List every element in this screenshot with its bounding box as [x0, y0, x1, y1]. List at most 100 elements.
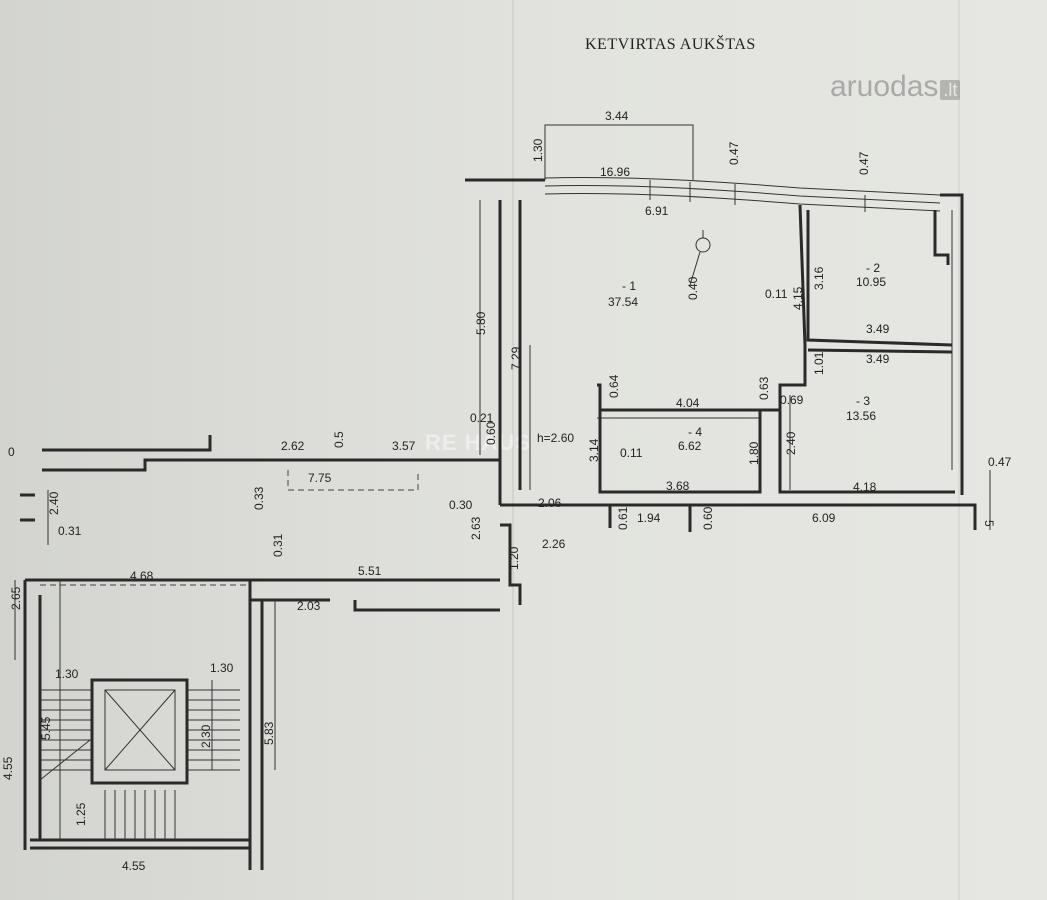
- dim-0: 0: [8, 445, 15, 459]
- elevator-cab: [104, 689, 176, 771]
- dim-3-57: 3.57: [392, 439, 416, 453]
- dim-3-49-a: 3.49: [866, 322, 890, 336]
- dim-2-65: 2.65: [9, 586, 23, 610]
- dim-0-11-b: 0.11: [620, 446, 643, 460]
- dim-4-55-a: 4.55: [1, 756, 15, 780]
- dim-5-45: 5.45: [39, 716, 53, 740]
- room-3-id: - 3: [856, 394, 870, 408]
- dim-0-11-a: 0.11: [765, 287, 788, 301]
- dim-1-30-b: 1.30: [210, 661, 234, 675]
- dim-0-47-a: 0.47: [727, 141, 741, 165]
- dim-3-14: 3.14: [587, 438, 601, 462]
- dim-6-09: 6.09: [812, 511, 836, 525]
- dim-16-96: 16.96: [600, 165, 630, 179]
- paper-fold-line-right: [958, 0, 960, 900]
- dim-6-91: 6.91: [645, 204, 669, 218]
- room4-walls: [598, 410, 762, 494]
- left-edge-marks: [20, 493, 35, 522]
- elevator-shaft: [90, 678, 189, 785]
- dim-0-60-b: 0.60: [701, 506, 715, 530]
- window-line-3: [544, 192, 941, 212]
- dim-0-60-a: 0.60: [484, 421, 498, 445]
- dim-0-61: 0.61: [616, 506, 630, 530]
- room-4-area: 6.62: [678, 439, 702, 453]
- dim-2-62: 2.62: [281, 439, 305, 453]
- dim-0-69: 0.69: [780, 393, 804, 407]
- dim-0-40: 0.40: [686, 276, 700, 300]
- dim-0-33: 0.33: [252, 486, 266, 510]
- room-2-area: 10.95: [856, 275, 886, 289]
- light-leader: [689, 230, 704, 286]
- dim-0-47-b: 0.47: [857, 151, 871, 175]
- dimension-lines: [14, 200, 991, 840]
- dim-0-30: 0.30: [449, 498, 473, 512]
- right-column: [933, 210, 950, 265]
- room-1-id: - 1: [622, 279, 636, 293]
- dim-4-68: 4.68: [130, 569, 154, 583]
- dim-1-94: 1.94: [637, 511, 661, 525]
- agency-watermark: RE HAUS: [425, 430, 532, 455]
- dim-0-31-b: 0.31: [271, 533, 285, 557]
- dim-3-49-b: 3.49: [866, 352, 890, 366]
- right-outer-wall: [940, 193, 964, 495]
- dim-0-5: 0.5: [332, 431, 346, 448]
- stairwell-walls: [23, 580, 264, 870]
- room3-walls: [778, 348, 955, 494]
- corridor-dashed-area: [287, 470, 419, 491]
- dim-1-25: 1.25: [74, 802, 88, 826]
- dim-3-16: 3.16: [812, 266, 826, 290]
- dim-4-15: 4.15: [791, 286, 805, 310]
- dim-0-21: 0.21: [470, 411, 494, 425]
- ceiling-height: h=2.60: [537, 431, 574, 445]
- dim-0-64: 0.64: [607, 374, 621, 398]
- room-1-area: 37.54: [608, 295, 638, 309]
- watermark-logo: aruodas.lt: [830, 70, 961, 104]
- dim-4-18: 4.18: [853, 480, 877, 494]
- dim-4-55-b: 4.55: [122, 859, 146, 873]
- dim-5-51: 5.51: [358, 564, 382, 578]
- dim-2-03: 2.03: [297, 599, 321, 613]
- dim-1-80: 1.80: [747, 441, 761, 465]
- dim-0-31-a: 0.31: [58, 524, 82, 538]
- stair-treads: [39, 689, 240, 840]
- dim-3-68: 3.68: [666, 479, 690, 493]
- room-4-id: - 4: [688, 425, 702, 439]
- dim-0-63: 0.63: [757, 376, 771, 400]
- watermark-tld: .lt: [940, 80, 961, 100]
- dim-5-80: 5.80: [474, 311, 488, 335]
- elevator-cross: [104, 689, 176, 771]
- window-line-2: [544, 184, 941, 204]
- dim-2-26: 2.26: [542, 537, 566, 551]
- dim-0-47-c: 0.47: [988, 455, 1012, 469]
- dim-1-30-a: 1.30: [55, 667, 79, 681]
- dim-2-30: 2.30: [199, 724, 213, 748]
- floor-title: KETVIRTAS AUKŠTAS: [585, 36, 756, 53]
- dim-1-01: 1.01: [812, 351, 826, 375]
- dim-2-06: 2.06: [538, 496, 562, 510]
- room-3-area: 13.56: [846, 409, 876, 423]
- dim-7-75: 7.75: [308, 471, 332, 485]
- dim-5: 5: [982, 520, 996, 527]
- ceiling-light-icon: [695, 237, 711, 253]
- dim-7-29: 7.29: [509, 346, 523, 370]
- dim-1-30-top: 1.30: [531, 138, 545, 162]
- dim-4-04: 4.04: [676, 396, 700, 410]
- dim-2-40-a: 2.40: [784, 431, 798, 455]
- dim-1-20: 1.20: [507, 546, 521, 570]
- window-line-1: [544, 176, 941, 196]
- room2-walls: [806, 210, 953, 347]
- dim-3-44: 3.44: [605, 109, 629, 123]
- balcony-outline: [544, 124, 694, 180]
- watermark-text: aruodas: [830, 70, 939, 103]
- dim-5-83: 5.83: [262, 721, 276, 745]
- corridor-top-wall: [42, 435, 500, 472]
- stairwell-bottom: [30, 838, 250, 850]
- corridor-right-wall: [500, 523, 522, 605]
- dim-2-40-b: 2.40: [47, 491, 61, 515]
- room-2-id: - 2: [866, 261, 880, 275]
- dim-2-63: 2.63: [469, 516, 483, 540]
- window-mullions: [649, 180, 866, 212]
- room1-inner-walls: [597, 204, 807, 412]
